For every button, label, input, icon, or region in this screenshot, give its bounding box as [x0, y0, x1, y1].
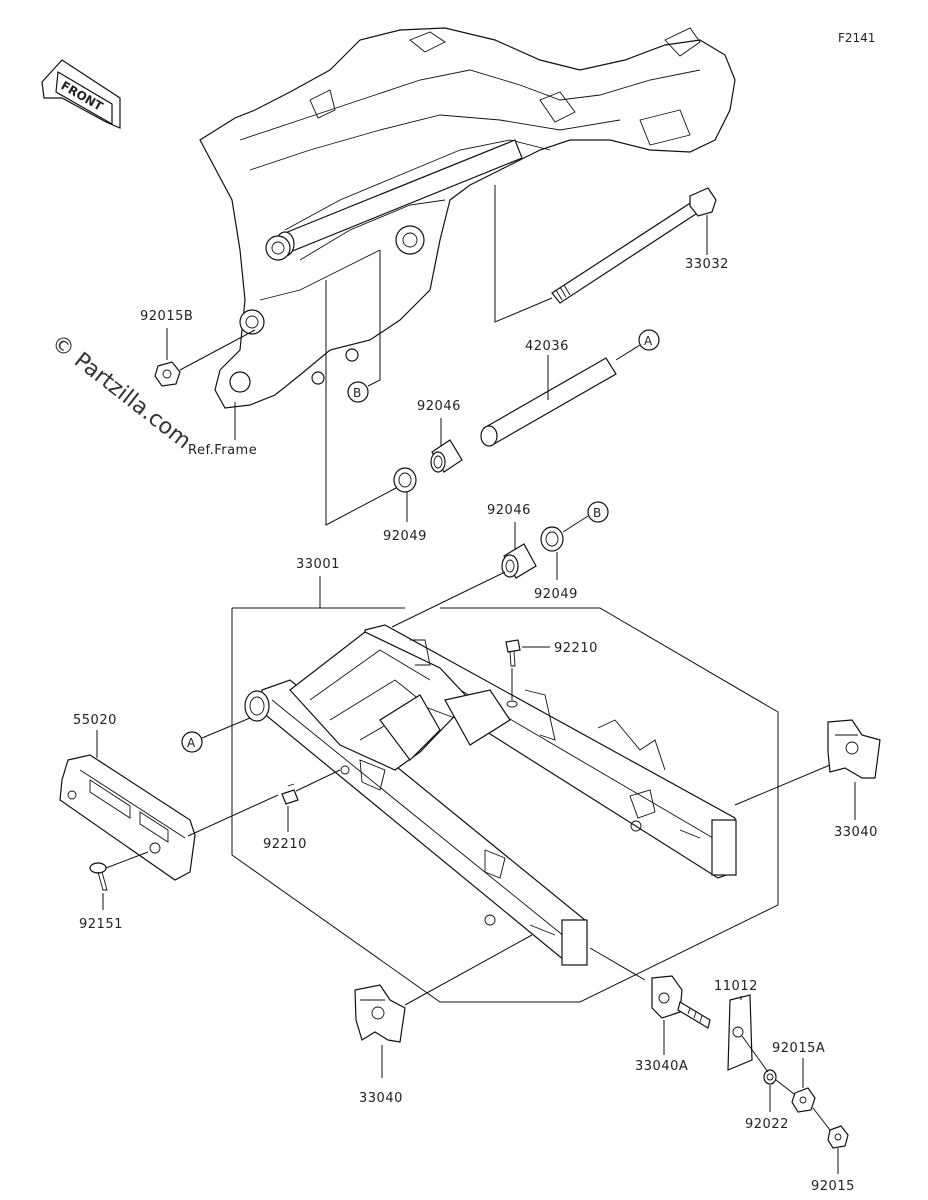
part-label-33001: 33001: [296, 557, 340, 572]
part-label-92022: 92022: [745, 1117, 789, 1132]
watermark: © Partzilla.com: [46, 330, 195, 454]
part-label-55020: 55020: [73, 713, 117, 728]
part-label-33040-right: 33040: [834, 825, 878, 840]
part-label-92015a: 92015A: [772, 1041, 825, 1056]
callout-b-top: [347, 381, 369, 403]
part-label-92049-top: 92049: [383, 529, 427, 544]
nut-92015b: [154, 361, 181, 387]
seal-92049-mid: [540, 526, 564, 552]
part-label-92046-top: 92046: [417, 399, 461, 414]
pivot-shaft-33032: [551, 187, 717, 304]
adjuster-bolt-33040a: [651, 975, 711, 1029]
screw-92151: [89, 862, 108, 891]
part-label-11012: 11012: [714, 979, 758, 994]
part-label-92210-top: 92210: [554, 641, 598, 656]
part-label-92049-mid: 92049: [534, 587, 578, 602]
part-label-92015: 92015: [811, 1179, 855, 1194]
callout-a-top-label: A: [644, 334, 653, 348]
collar-42036: [480, 357, 617, 447]
needle-bearing-92046-top: [430, 439, 463, 473]
part-label-33032: 33032: [685, 257, 729, 272]
nut-92015: [827, 1125, 849, 1149]
plate-11012: [727, 994, 753, 1071]
main-frame: [199, 27, 736, 409]
callout-b-mid: [587, 501, 609, 523]
part-label-42036: 42036: [525, 339, 569, 354]
seal-92049-top: [393, 467, 417, 493]
callout-b-mid-label: B: [593, 506, 601, 520]
bolt-92210-top: [505, 639, 521, 667]
callout-a-top: [638, 329, 660, 351]
washer-92022: [763, 1069, 777, 1085]
part-label-92151: 92151: [79, 917, 123, 932]
front-direction-arrow: FRONT: [41, 59, 121, 129]
chain-adjuster-33040-bottom: [354, 984, 406, 1043]
swingarm-33001: [244, 624, 737, 966]
callout-a-mid-label: A: [187, 736, 196, 750]
part-label-92046-mid: 92046: [487, 503, 531, 518]
figure-code: F2141: [838, 31, 875, 45]
part-label-33040-bottom: 33040: [359, 1091, 403, 1106]
callout-a-mid: [181, 731, 203, 753]
part-label-92015b: 92015B: [140, 309, 193, 324]
ref-frame-label: Ref.Frame: [188, 443, 257, 458]
nut-92015a: [791, 1087, 816, 1113]
chain-guide-55020: [59, 754, 196, 881]
chain-adjuster-33040-right: [827, 719, 881, 779]
bolt-92210-left: [281, 783, 299, 805]
part-label-33040a: 33040A: [635, 1059, 688, 1074]
callout-b-top-label: B: [353, 386, 361, 400]
part-label-92210-left: 92210: [263, 837, 307, 852]
needle-bearing-92046-mid: [501, 543, 537, 579]
